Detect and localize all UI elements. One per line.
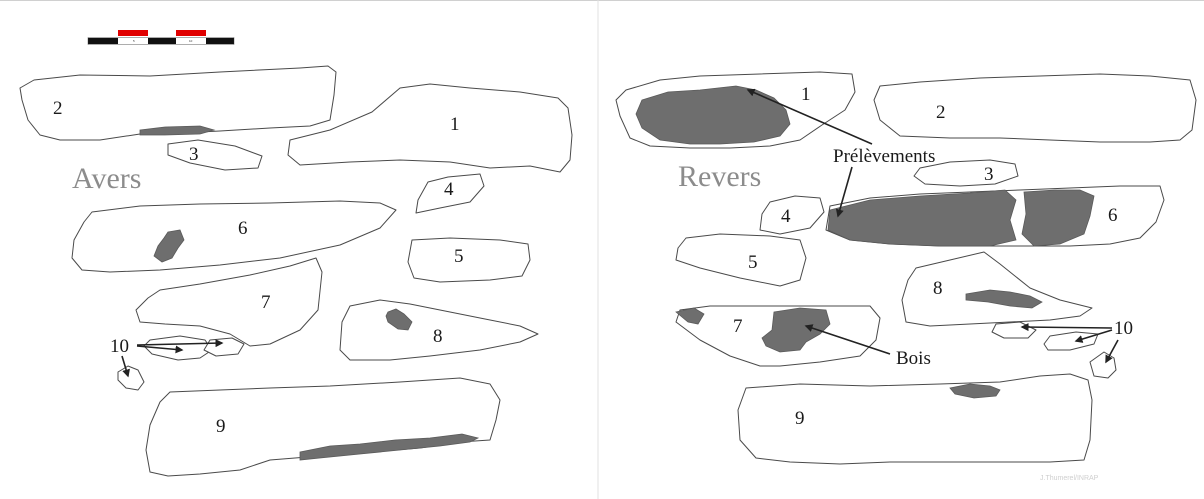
credit-watermark: J.Thumerel/INRAP — [1040, 475, 1099, 482]
avers-arrow-10b — [136, 339, 224, 348]
avers-arrow-10c — [121, 355, 130, 378]
avers-fragment-10: 10 — [110, 335, 245, 391]
wood-arrow — [804, 324, 891, 355]
avers-label-5: 5 — [454, 246, 464, 267]
revers-fragment-4: 4 — [759, 195, 825, 235]
avers-label-6: 6 — [238, 218, 248, 239]
revers-fragment-2: 2 — [873, 73, 1197, 143]
avers-fragment-9: 9 — [145, 377, 501, 477]
avers-label-4: 4 — [444, 179, 454, 200]
avers-fragment-5: 5 — [407, 237, 531, 283]
revers-fragment-6: 6 — [825, 185, 1165, 247]
wood-annotation: Bois — [804, 324, 931, 369]
revers-fragment-5: 5 — [675, 233, 807, 287]
samples-arrow-1 — [746, 88, 873, 145]
revers-label-8: 8 — [933, 278, 943, 299]
revers-fragment-10: 10 — [991, 318, 1133, 379]
revers-label-10: 10 — [1114, 318, 1133, 339]
avers-label-7: 8 — [433, 326, 443, 347]
revers-label-4: 4 — [781, 206, 791, 227]
avers-fragment-7: 8 — [339, 299, 539, 361]
samples-arrow-6 — [835, 166, 853, 218]
avers-label-9: 9 — [216, 416, 226, 437]
scale-label-10: 10 — [189, 39, 193, 43]
revers-label-5: 5 — [748, 252, 758, 273]
revers-arrow-10c — [1105, 339, 1119, 364]
revers-arrow-10a — [1020, 323, 1113, 332]
revers-label-2: 2 — [936, 102, 946, 123]
avers-title: Avers — [72, 162, 141, 195]
scale-label-5: 5 — [133, 39, 135, 43]
avers-fragment-6: 6 — [71, 200, 397, 273]
revers-label-6: 6 — [1108, 205, 1118, 226]
avers-fragment-1: 1 — [287, 83, 573, 173]
revers-panel: Revers 1 2 3 4 6 5 — [615, 71, 1197, 482]
revers-fragment-7: 7 — [675, 305, 881, 367]
avers-panel: Avers 2 3 1 4 6 5 7 — [19, 65, 573, 477]
avers-arrow-10a — [136, 345, 184, 354]
scale-bar: 5 10 — [87, 30, 235, 45]
revers-arrow-10b — [1074, 329, 1113, 343]
avers-fragment-4: 4 — [415, 173, 485, 214]
avers-label-8: 7 — [261, 292, 271, 313]
revers-fragment-8: 8 — [901, 251, 1093, 327]
revers-label-9: 9 — [795, 408, 805, 429]
avers-fragment-3: 3 — [167, 139, 263, 171]
revers-label-7: 7 — [733, 316, 743, 337]
avers-label-3: 3 — [189, 144, 199, 165]
samples-annotation: Prélèvements — [746, 88, 935, 218]
wood-label: Bois — [896, 348, 931, 369]
avers-fragment-2: 2 — [19, 65, 337, 141]
revers-fragment-3: 3 — [913, 159, 1019, 187]
revers-fragment-9: 9 — [737, 373, 1093, 465]
avers-label-10: 10 — [110, 336, 129, 357]
revers-title: Revers — [678, 160, 761, 193]
revers-label-3: 3 — [984, 164, 994, 185]
avers-label-2: 2 — [53, 98, 63, 119]
revers-fragment-1: 1 — [615, 71, 856, 149]
avers-fragment-8: 7 — [135, 257, 323, 347]
avers-label-1: 1 — [450, 114, 460, 135]
revers-label-1: 1 — [801, 84, 811, 105]
samples-label: Prélèvements — [833, 146, 935, 167]
